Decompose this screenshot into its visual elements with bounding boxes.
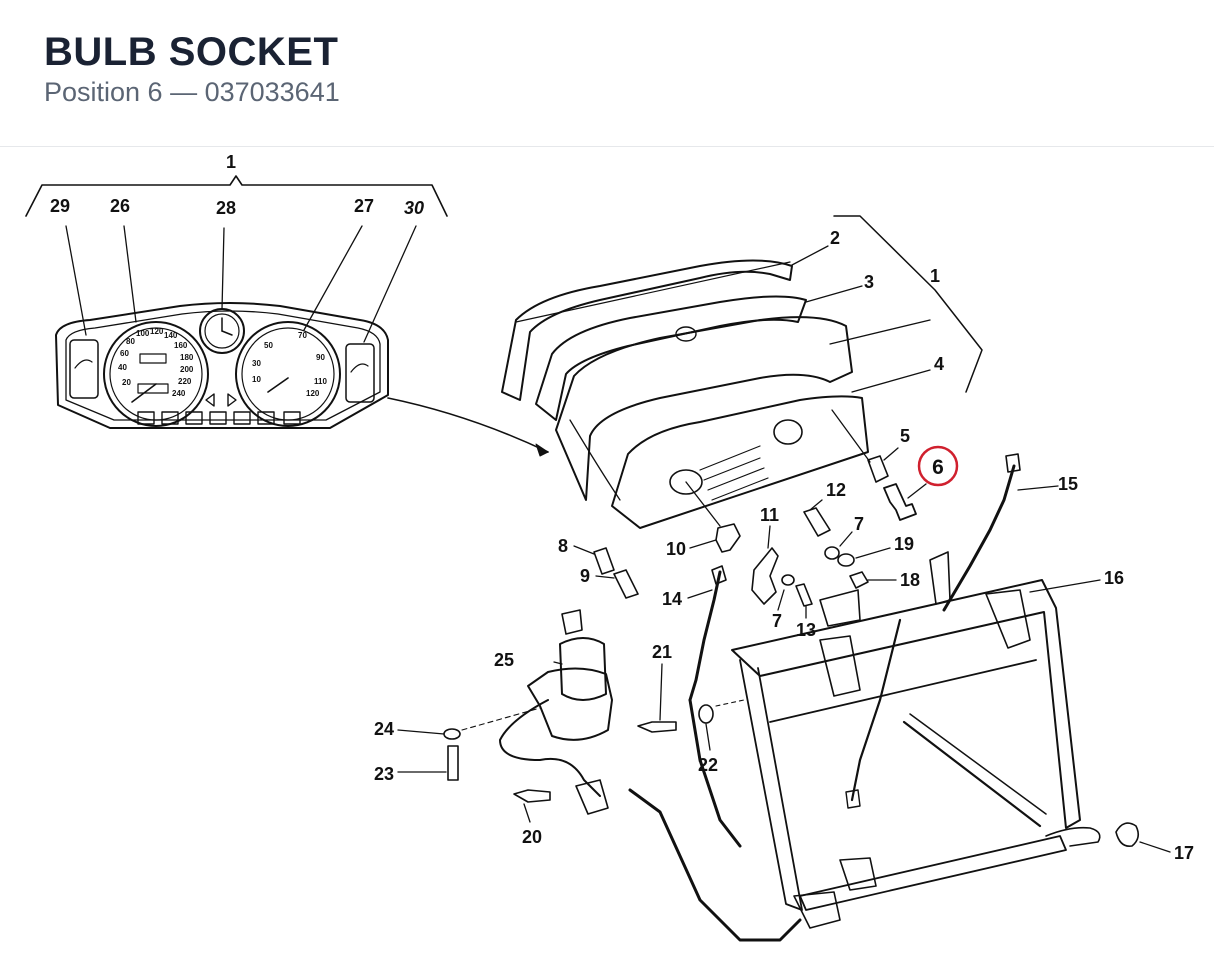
highlight-ring [917,445,959,487]
svg-text:40: 40 [118,363,127,372]
svg-text:120: 120 [306,389,320,398]
callout-29: 29 [50,196,70,216]
callout-4: 4 [934,354,944,374]
callout-27: 27 [354,196,374,216]
exploded-parts-diagram: 20 40 60 80 100 120 140 160 180 200 220 … [25,152,1194,942]
svg-text:20: 20 [122,378,131,387]
callout-12: 12 [826,480,846,500]
callout-8: 8 [558,536,568,556]
callout-7: 7 [854,514,864,534]
svg-text:180: 180 [180,353,194,362]
dashboard-housing-exploded [501,215,983,529]
highlighted-callout-6[interactable]: 6 [917,445,959,487]
callout-15: 15 [1058,474,1078,494]
callout-11: 11 [760,505,779,525]
svg-text:30: 30 [252,359,261,368]
callout-1: 1 [226,152,236,172]
svg-text:80: 80 [126,337,135,346]
callout-17: 17 [1174,843,1194,863]
callout-10: 10 [666,539,686,559]
callout-14: 14 [662,589,682,609]
page-header: BULB SOCKET Position 6 — 037033641 [0,0,1214,147]
callout-9: 9 [580,566,590,586]
callout-19: 19 [894,534,914,554]
callout-1-right: 1 [930,266,940,286]
svg-text:160: 160 [174,341,188,350]
callout-3: 3 [864,272,874,292]
callout-labels: 1 29 26 28 27 30 2 3 1 4 5 15 12 7 19 11… [50,152,1194,863]
svg-text:10: 10 [252,375,261,384]
callout-5: 5 [900,426,910,446]
svg-text:140: 140 [164,331,178,340]
svg-text:110: 110 [314,377,327,386]
callout-26: 26 [110,196,130,216]
callout-2: 2 [830,228,840,248]
gauge-scale-numbers: 20 40 60 80 100 120 140 160 180 200 220 … [118,327,327,398]
mounting-frame [628,551,1101,942]
svg-text:100: 100 [136,329,150,338]
svg-text:200: 200 [180,365,194,374]
instrument-cluster-front-view [25,175,549,457]
callout-28: 28 [216,198,236,218]
page-title: BULB SOCKET [44,30,339,74]
callout-30: 30 [404,198,424,218]
callout-6: 6 [932,456,944,479]
callout-21: 21 [652,642,672,662]
svg-text:120: 120 [150,327,164,336]
callout-23: 23 [374,764,394,784]
callout-20: 20 [522,827,542,847]
callout-16: 16 [1104,568,1124,588]
callout-18: 18 [900,570,920,590]
part-position-subtitle: Position 6 — 037033641 [44,77,340,107]
small-parts [573,409,1171,853]
callout-25: 25 [494,650,514,670]
svg-text:240: 240 [172,389,186,398]
svg-text:220: 220 [178,377,192,386]
callout-24: 24 [374,719,394,739]
callout-13: 13 [796,620,816,640]
svg-text:60: 60 [120,349,129,358]
callout-7b: 7 [772,611,782,631]
callout-22: 22 [698,755,718,775]
svg-text:50: 50 [264,341,273,350]
svg-text:70: 70 [298,331,307,340]
ignition-switch-assembly [397,609,745,823]
svg-text:90: 90 [316,353,325,362]
